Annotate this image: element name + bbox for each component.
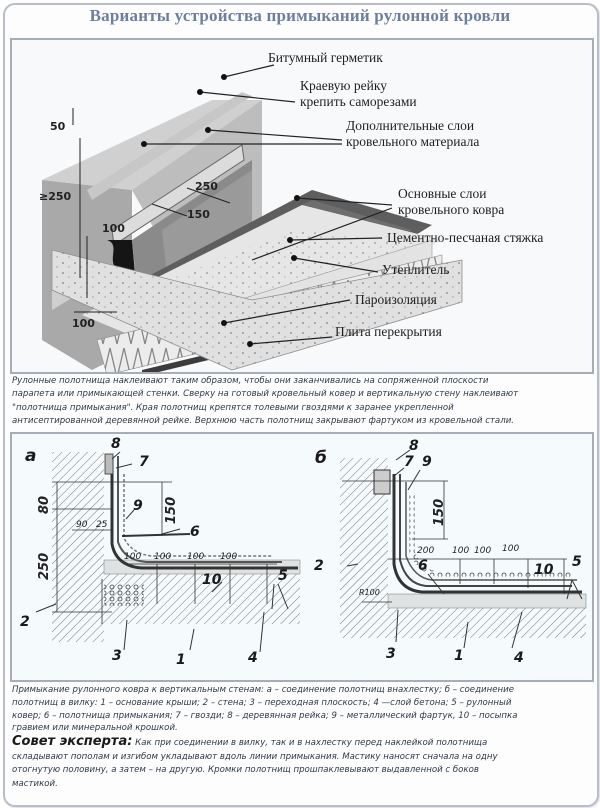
expert-tip-line: отогнутую половину, а затем – на другую.… xyxy=(12,765,479,775)
a-dim-90: 90 xyxy=(76,520,88,530)
b-label-3: 3 xyxy=(386,646,396,662)
number-leaders-b xyxy=(346,449,583,649)
label-bitumen-sealant: Битумный герметик xyxy=(268,50,383,65)
dim-100-upper: 100 xyxy=(102,222,125,235)
top-caption-line: "полотнища примыкания". Края полотнищ кр… xyxy=(12,402,454,413)
a-dim-250: 250 xyxy=(37,552,52,580)
dimension-lines xyxy=(72,108,231,313)
a-label-1: 1 xyxy=(176,652,186,668)
label-edge-rail: Краевую рейку xyxy=(300,78,387,93)
a-label-9: 9 xyxy=(133,498,143,514)
label-main-layers: Основные слои xyxy=(398,186,487,201)
wall-a xyxy=(52,452,104,642)
label-additional-layers: Дополнительные слои xyxy=(346,118,475,133)
b-label-7: 7 xyxy=(404,454,414,470)
dim-150: 150 xyxy=(187,208,210,221)
b-label-1: 1 xyxy=(454,648,464,664)
b-label-6: 6 xyxy=(418,558,428,574)
expert-tip-heading: Совет эксперта: xyxy=(12,734,133,749)
page-title: Варианты устройства примыканий рулонной … xyxy=(89,6,511,25)
leader-lines xyxy=(144,64,393,345)
b-label-2: 2 xyxy=(314,558,324,574)
expert-tip-line: складывают пополам и изгибом укладывают … xyxy=(12,751,498,762)
bottom-caption-line: ковер; 6 – полотнища примыкания; 7 – гво… xyxy=(12,710,518,721)
b-label-8: 8 xyxy=(409,438,419,454)
dim-ge250: ≥250 xyxy=(39,190,72,203)
a-label-5: 5 xyxy=(278,568,288,584)
b-label-4: 4 xyxy=(514,650,524,666)
b-dim-150: 150 xyxy=(432,498,447,526)
drawing-b-letter: б xyxy=(315,448,327,468)
expert-tip-line: мастикой. xyxy=(12,778,58,789)
drawing-a xyxy=(35,451,301,653)
section-drawings-svg xyxy=(35,449,587,653)
b-radius: R100 xyxy=(359,588,380,597)
dim-100-lower: 100 xyxy=(72,317,95,330)
label-additional-layers-2: кровельного материала xyxy=(346,134,480,149)
a-dim-100-2: 100 xyxy=(154,552,172,562)
a-dim-150: 150 xyxy=(164,496,179,524)
top-caption-line: антисептированной деревянной рейке. Верх… xyxy=(12,415,515,426)
a-label-7: 7 xyxy=(139,454,149,470)
top-caption: Рулонные полотнища наклеивают таким обра… xyxy=(12,375,518,428)
a-dim-80: 80 xyxy=(37,495,52,514)
label-edge-rail-2: крепить саморезами xyxy=(300,94,417,109)
b-dim-200: 200 xyxy=(417,546,435,556)
junction-section-drawings: а 8 7 9 6 10 5 2 3 1 4 80 250 150 90 25 … xyxy=(10,432,594,682)
expert-tip-line: Как при соединении в вилку, так и в нахл… xyxy=(135,738,488,748)
label-cement-screed: Цементно-песчаная стяжка xyxy=(387,230,544,245)
bottom-caption: Примыкание рулонного ковра к вертикальны… xyxy=(12,684,517,735)
roof-layers-diagram: Битумный герметик Краевую рейку крепить … xyxy=(10,38,594,374)
b-label-5: 5 xyxy=(572,554,582,570)
bottom-caption-line: Примыкание рулонного ковра к вертикальны… xyxy=(12,685,514,695)
a-dim-100-4: 100 xyxy=(220,552,238,562)
label-insulation: Утеплитель xyxy=(382,262,450,277)
label-main-layers-2: кровельного ковра xyxy=(398,202,505,217)
a-dim-25: 25 xyxy=(96,520,108,530)
drawing-b xyxy=(340,449,587,649)
b-label-10: 10 xyxy=(534,562,554,578)
label-floor-slab: Плита перекрытия xyxy=(335,324,442,339)
number-leaders-a xyxy=(35,451,289,653)
a-label-6: 6 xyxy=(190,524,200,540)
a-label-2: 2 xyxy=(20,614,30,630)
bottom-caption-line: полотнищ в вилку: 1 – основание крыши; 2… xyxy=(12,697,512,708)
a-dim-100-3: 100 xyxy=(187,552,205,562)
base-b xyxy=(388,608,586,638)
leader-dots xyxy=(141,74,300,347)
b-dim-100-3: 100 xyxy=(502,544,520,554)
a-label-10: 10 xyxy=(202,572,222,588)
label-vapor-barrier: Пароизоляция xyxy=(355,292,437,307)
a-label-8: 8 xyxy=(111,436,121,452)
a-label-3: 3 xyxy=(112,648,122,664)
drawing-a-letter: а xyxy=(25,446,37,466)
a-dim-100-1: 100 xyxy=(124,552,142,562)
b-dim-100-2: 100 xyxy=(474,546,492,556)
bottom-caption-line: гравием или минеральной крошкой. xyxy=(12,723,178,734)
a-label-4: 4 xyxy=(248,650,258,666)
top-caption-line: парапета или примыкающей стенки. Сверку … xyxy=(12,389,519,400)
expert-tip: Совет эксперта: Как при соединении в вил… xyxy=(12,735,498,791)
dim-250: 250 xyxy=(195,180,218,193)
concrete-layer-b xyxy=(387,593,587,609)
b-dim-100-1: 100 xyxy=(452,546,470,556)
b-label-9: 9 xyxy=(422,454,432,470)
dim-50: 50 xyxy=(50,120,66,133)
top-caption-line: Рулонные полотнища наклеивают таким обра… xyxy=(12,376,489,386)
roof-layers-illustration xyxy=(42,64,463,372)
